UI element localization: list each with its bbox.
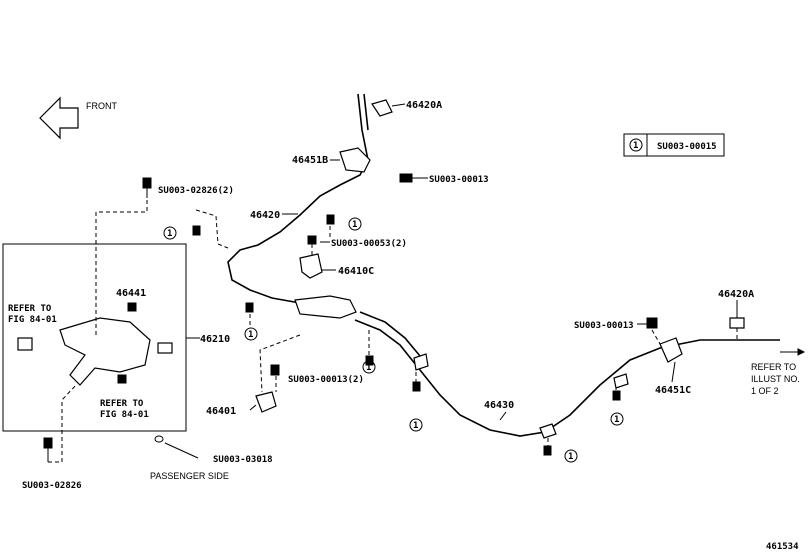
- label-46451b: 46451B: [292, 155, 328, 166]
- label-su003-00013-right: SU003-00013: [574, 321, 634, 331]
- legend-box: [623, 133, 725, 157]
- label-46401: 46401: [206, 406, 236, 417]
- front-label: FRONT: [86, 101, 117, 111]
- svg-text:1: 1: [568, 452, 573, 462]
- clip-46420a-right: [729, 317, 745, 329]
- label-46451c: 46451C: [655, 385, 691, 396]
- grommet-icon: [154, 435, 164, 443]
- label-su003-02826-2: SU003-02826(2): [158, 186, 234, 196]
- legend-part-number: SU003-00015: [657, 142, 717, 152]
- part-leaders: [164, 103, 806, 459]
- label-passenger-side: PASSENGER SIDE: [150, 471, 229, 481]
- label-46420a-right: 46420A: [718, 289, 754, 300]
- callout-markers: [163, 217, 624, 463]
- label-refer-b: REFER TO: [100, 399, 144, 409]
- label-fig-b: FIG 84-01: [100, 410, 149, 420]
- lever-part-right: [157, 342, 173, 354]
- equalizer-bracket: [294, 295, 357, 319]
- label-46210: 46210: [200, 334, 230, 345]
- lever-part-left: [17, 337, 33, 351]
- svg-text:1: 1: [413, 421, 418, 431]
- svg-text:1: 1: [167, 229, 172, 239]
- label-46420: 46420: [250, 210, 280, 221]
- figure-number: 461534: [766, 542, 799, 552]
- label-su003-00053-2: SU003-00053(2): [331, 239, 407, 249]
- front-arrow-icon: [39, 96, 79, 140]
- clip-46451b: [339, 147, 371, 173]
- bolt-icon: [43, 173, 658, 462]
- label-su003-02826: SU003-02826: [22, 481, 82, 491]
- cable-clip-3: [613, 373, 629, 389]
- cable-46430-inner: [359, 311, 426, 363]
- lever-assembly-46210: [59, 317, 151, 386]
- svg-text:1: 1: [614, 415, 619, 425]
- legend-number: 1: [633, 141, 638, 151]
- label-fig-a: FIG 84-01: [8, 315, 57, 325]
- clip-46420a-top: [371, 99, 393, 117]
- label-illust-of: 1 OF 2: [751, 386, 779, 396]
- label-su003-03018: SU003-03018: [213, 455, 273, 465]
- clip-46451c: [659, 337, 683, 363]
- cable-end-top: [363, 93, 369, 131]
- label-46410c: 46410C: [338, 266, 374, 277]
- callout-numbers: 1 1 1 1 1 1 1: [167, 220, 619, 462]
- svg-text:1: 1: [366, 363, 371, 373]
- cable-clip: [539, 423, 557, 439]
- bracket-46410c: [299, 253, 323, 279]
- label-illust-no: ILLUST NO.: [751, 374, 800, 384]
- label-su003-00013-top: SU003-00013: [429, 175, 489, 185]
- label-46441: 46441: [116, 288, 146, 299]
- dashed-leaders: [48, 200, 738, 463]
- label-refer-to-illust: REFER TO: [751, 362, 796, 372]
- svg-text:1: 1: [352, 220, 357, 230]
- bracket-46401: [255, 391, 277, 413]
- cable-46430: [354, 319, 780, 437]
- svg-text:1: 1: [248, 330, 253, 340]
- label-refer-a: REFER TO: [8, 304, 52, 314]
- label-46430: 46430: [484, 400, 514, 411]
- label-46420a-top: 46420A: [406, 100, 442, 111]
- cable-clip-2: [413, 353, 429, 371]
- label-su003-00013-2: SU003-00013(2): [288, 375, 364, 385]
